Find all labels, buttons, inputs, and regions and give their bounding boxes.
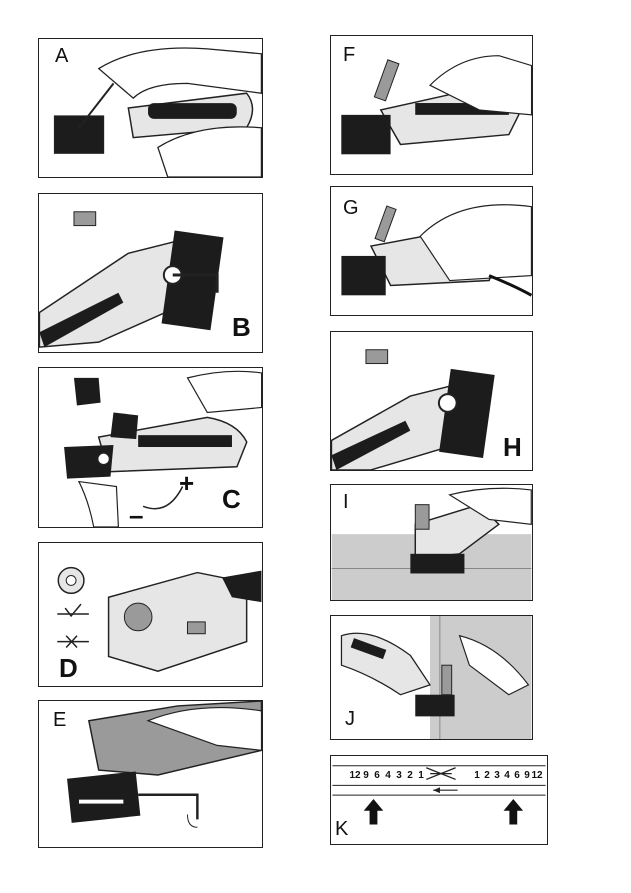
figure-j-panel: J [330, 615, 533, 740]
figure-b-illustration [39, 194, 262, 352]
figure-j-label: J [345, 708, 355, 731]
figure-c-plus-sign: + [179, 468, 194, 499]
figure-f-illustration [331, 36, 532, 174]
figure-i-panel: I [330, 484, 533, 601]
figure-i-label: I [343, 491, 349, 514]
figure-i-illustration [331, 485, 532, 600]
figure-g-panel: G [330, 186, 533, 316]
figure-c-label: C [222, 484, 241, 515]
figure-g-label: G [343, 197, 359, 220]
scale-left-mark-6: 1 [415, 770, 427, 781]
figure-c-panel: + – C [38, 367, 263, 528]
figure-g-illustration [331, 187, 532, 315]
figure-f-panel: F [330, 35, 533, 175]
figure-e-illustration [39, 701, 262, 847]
figure-e-panel: E [38, 700, 263, 848]
figure-a-illustration [39, 39, 262, 177]
figure-h-label: H [503, 432, 522, 463]
figure-c-minus-sign: – [129, 500, 143, 528]
figure-e-label: E [53, 709, 66, 732]
figure-h-illustration [331, 332, 532, 470]
figure-a-label: A [55, 45, 68, 68]
figure-j-illustration [331, 616, 532, 739]
figure-d-label: D [59, 653, 78, 684]
figure-h-panel: H [330, 331, 533, 471]
figure-b-label: B [232, 312, 251, 343]
figure-k-label: K [335, 818, 348, 841]
figure-d-panel: D [38, 542, 263, 687]
figure-b-panel: B [38, 193, 263, 353]
figure-f-label: F [343, 44, 355, 67]
figure-a-panel: A [38, 38, 263, 178]
scale-right-mark-6: 12 [531, 770, 543, 781]
